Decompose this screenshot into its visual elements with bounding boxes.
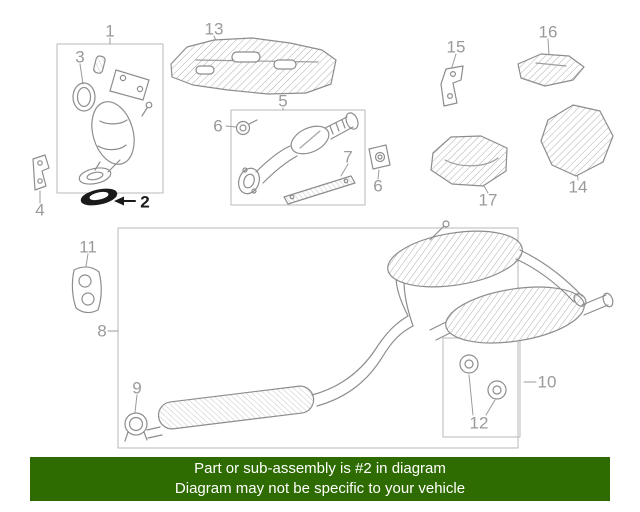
callout-16: 16 xyxy=(538,22,558,42)
exhaust-parts-illustration xyxy=(32,35,614,449)
callout-6-right: 6 xyxy=(373,176,383,196)
part-12-insulators-drawing xyxy=(459,354,507,400)
callout-15: 15 xyxy=(446,37,466,57)
callout-2: 2 xyxy=(140,192,150,212)
part-5-front-pipe-drawing xyxy=(238,112,359,195)
callout-leader-lines xyxy=(39,35,579,416)
callout-7: 7 xyxy=(343,147,353,167)
part-8-muffler-assembly-drawing xyxy=(146,220,614,439)
banner-line-1: Part or sub-assembly is #2 in diagram xyxy=(194,460,446,477)
callout-13: 13 xyxy=(204,19,224,39)
callout-14: 14 xyxy=(568,177,588,197)
callout-1: 1 xyxy=(105,21,115,41)
callout-11: 11 xyxy=(79,237,97,257)
part-4-bracket-drawing xyxy=(32,154,50,191)
part-2-gasket-highlighted xyxy=(80,188,118,206)
part-14-heat-shield-drawing xyxy=(540,104,614,177)
banner-line-2: Diagram may not be specific to your vehi… xyxy=(174,480,466,497)
vehicle-note-banner: Part or sub-assembly is #2 in diagram Di… xyxy=(30,457,610,501)
callout-12: 12 xyxy=(469,413,489,433)
part-16-heat-shield-drawing xyxy=(517,53,585,87)
callout-10: 10 xyxy=(537,372,557,392)
part-6-hanger-left-drawing xyxy=(235,119,258,136)
part-9-clamp-drawing xyxy=(124,412,148,442)
diagram-stage: 1 2 3 4 5 6 6 7 8 9 10 11 12 13 14 15 16… xyxy=(32,19,614,449)
callout-4: 4 xyxy=(35,200,45,220)
highlight-arrow-icon xyxy=(114,196,136,206)
part-7-brace-drawing xyxy=(283,175,356,205)
part-17-heat-shield-drawing xyxy=(430,135,508,187)
callout-3: 3 xyxy=(75,47,85,67)
callout-6-left: 6 xyxy=(213,116,223,136)
callout-8: 8 xyxy=(97,321,107,341)
part-6-hanger-right-drawing xyxy=(368,144,391,170)
group-box-5 xyxy=(230,109,366,206)
callout-5: 5 xyxy=(278,91,288,111)
callout-9: 9 xyxy=(132,378,142,398)
part-13-heat-shield-drawing xyxy=(170,37,337,95)
part-15-bracket-drawing xyxy=(440,65,464,107)
callout-17: 17 xyxy=(478,190,498,210)
part-11-hanger-drawing xyxy=(71,266,102,314)
part-1-converter-drawing xyxy=(72,55,153,185)
